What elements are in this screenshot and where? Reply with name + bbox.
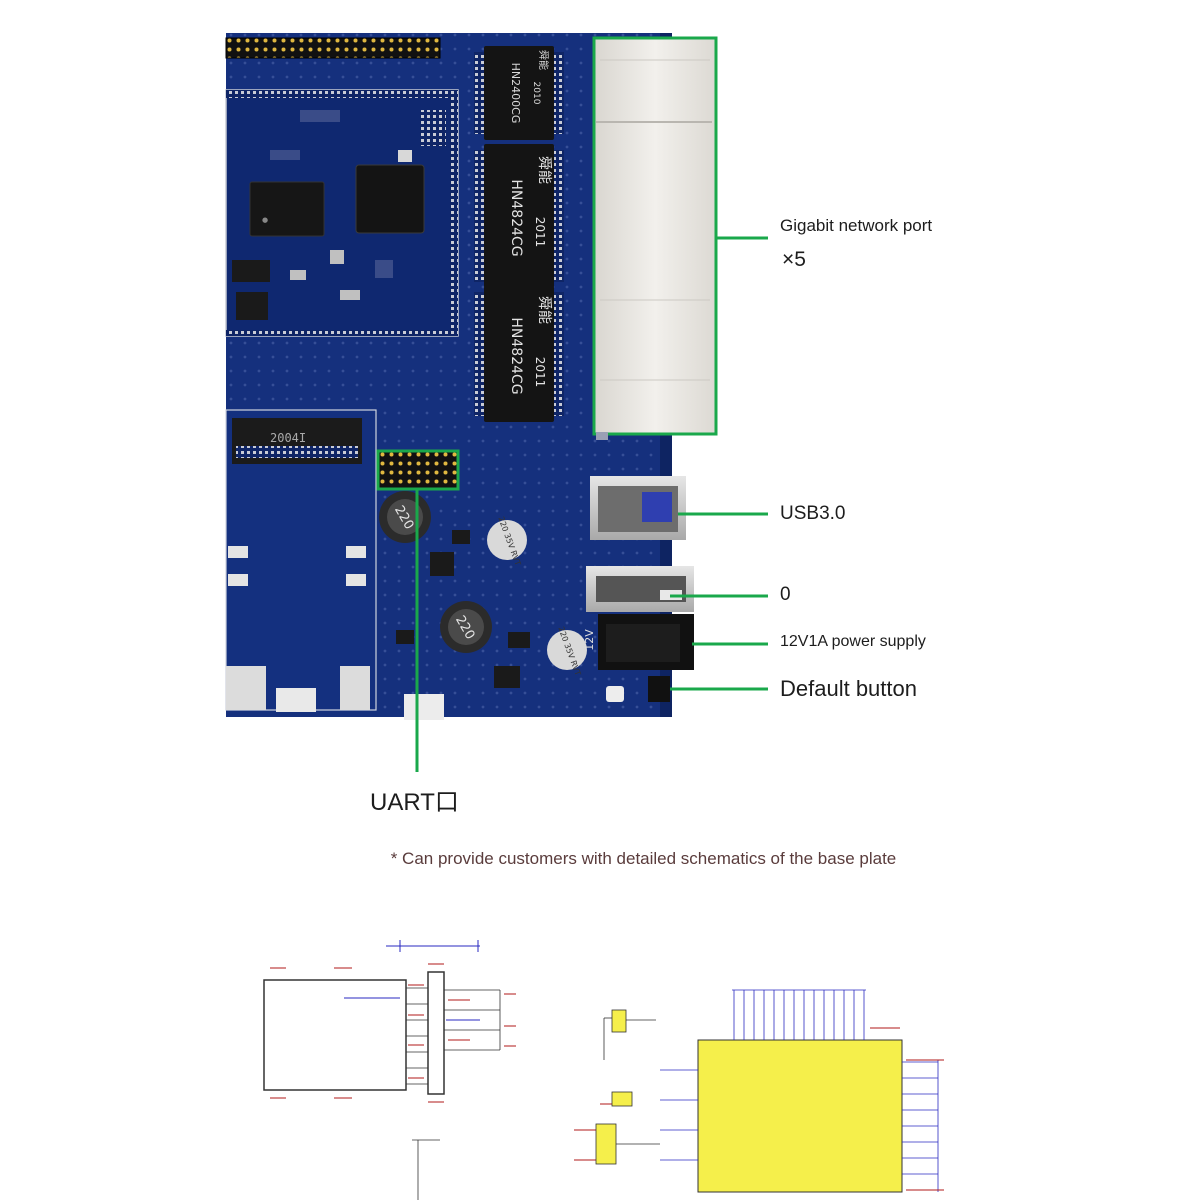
svg-text:●: ● [262,216,268,224]
transformer-3-part: HN4824CG [508,317,524,394]
transformer-2-part: HN4824CG [508,179,524,256]
gpio-pin-header [225,37,441,59]
ethernet-transformer-3: 舜能 HN4824CG 2011 [474,286,564,422]
default-button-label: Default button [780,676,917,701]
dc-jack-label: 12V [583,629,596,651]
gigabit-port-count: ×5 [782,248,806,271]
schematic-note: * Can provide customers with detailed sc… [390,849,897,868]
transformer-2-brand: 舜能 [536,156,552,184]
gigabit-port-label: Gigabit network port [780,216,933,235]
transformer-1-brand: 舜能 [537,50,550,70]
schematic-left [263,940,516,1200]
usb-port-second [586,566,694,612]
m2-slot: 2004I [225,409,377,712]
ethernet-transformer-1: HN2400CG 2010 舜能 [474,46,564,140]
uart-header [376,449,460,720]
transformer-3-year: 2011 [533,357,547,388]
dc-power-jack: 12V [583,614,694,670]
transformer-2-year: 2011 [533,217,547,248]
usb3-port [590,476,686,540]
uart-label: UART口 [370,789,459,816]
default-button-component [606,676,670,702]
usb3-label: USB3.0 [780,503,846,524]
schematic-right [574,989,944,1193]
m2-slot-label: 2004I [270,431,306,445]
power-supply-label: 12V1A power supply [780,633,926,650]
ethernet-transformer-2: 舜能 HN4824CG 2011 [474,144,564,288]
callout-lines [415,236,768,772]
core-module: ● [225,89,459,337]
usb-second-label: 0 [780,584,791,605]
rj45-port-block [592,36,718,440]
transformer-1-year: 2010 [531,82,541,105]
power-components: 220 220 220 35V RVT 220 35V RVT [379,491,587,688]
transformer-3-brand: 舜能 [536,296,552,324]
transformer-1-part: HN2400CG [509,63,522,124]
